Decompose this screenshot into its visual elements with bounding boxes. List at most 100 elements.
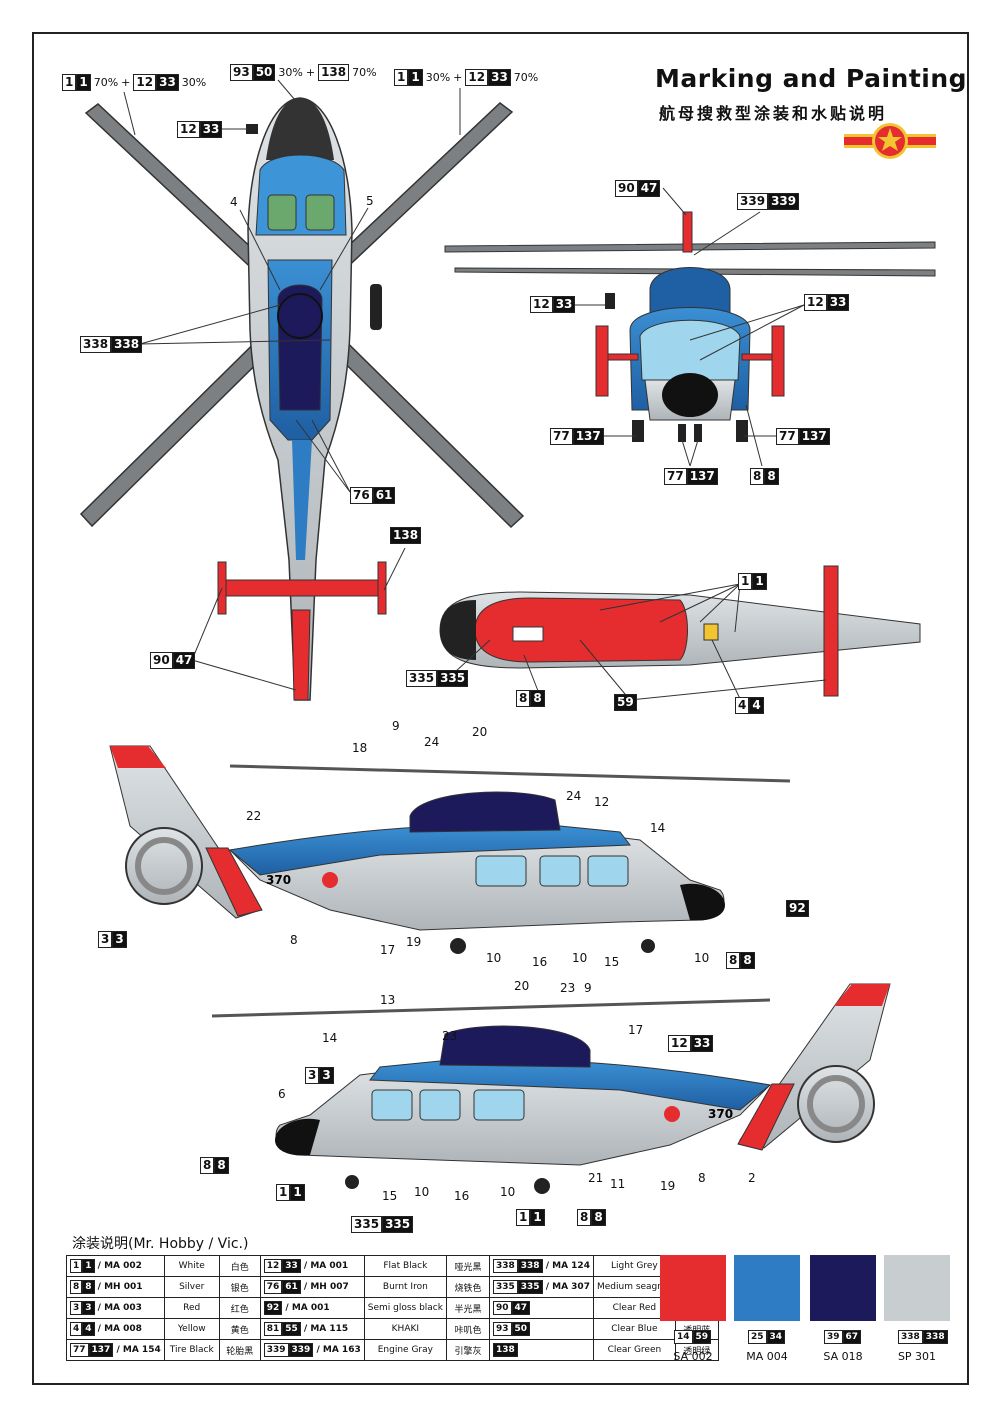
color-code-chip: 335 xyxy=(382,1216,414,1233)
color-code-chip: 33 xyxy=(156,74,179,91)
color-code-chip: 1 xyxy=(62,74,77,91)
color-code-chip: 47 xyxy=(172,652,196,669)
color-code-chip: 8 xyxy=(591,1209,606,1226)
color-code-chip: 1 xyxy=(752,573,767,590)
legend-color-name: Flat Black xyxy=(363,1255,447,1277)
color-code-chip: 335 xyxy=(437,670,469,687)
svg-text:10: 10 xyxy=(486,951,501,965)
legend-color-name: Burnt Iron xyxy=(363,1276,447,1298)
percent-label: + xyxy=(305,66,316,79)
svg-text:19: 19 xyxy=(406,935,421,949)
color-code-chip: 33 xyxy=(199,121,223,138)
legend-color-name: Yellow xyxy=(163,1318,220,1340)
color-code-chip: 8 xyxy=(764,468,779,485)
callout-bottom-59: 59 xyxy=(614,694,637,711)
color-code-chip: 1 xyxy=(276,1184,291,1201)
legend-color-name-cn: 引擎灰 xyxy=(445,1339,490,1361)
svg-text:6: 6 xyxy=(278,1087,286,1101)
top-view xyxy=(79,79,525,701)
page-frame xyxy=(32,32,969,1385)
svg-text:16: 16 xyxy=(532,955,547,969)
legend-color-name: Semi gloss black xyxy=(363,1297,447,1319)
color-code-chip: 59 xyxy=(614,694,637,711)
legend-color-name: White xyxy=(163,1255,220,1277)
color-code-chip: 8 xyxy=(530,690,545,707)
color-code-chip: 12 xyxy=(668,1035,691,1052)
side-view-left: 370 xyxy=(211,983,891,1194)
svg-text:9: 9 xyxy=(584,981,592,995)
bottom-view xyxy=(439,565,921,704)
color-swatch xyxy=(884,1255,950,1321)
callout-stab-top: 138 xyxy=(390,527,422,544)
color-code-chip: 12 xyxy=(177,121,200,138)
svg-text:14: 14 xyxy=(322,1031,337,1045)
color-code-chip: 8 xyxy=(740,952,755,969)
legend-color-name-cn: 红色 xyxy=(218,1297,261,1319)
svg-text:9: 9 xyxy=(392,719,400,733)
color-code-chip: 4 xyxy=(735,697,750,714)
page-title: Marking and Painting xyxy=(655,64,968,93)
swatch-name: SA 018 xyxy=(823,1350,863,1363)
legend-code: 92 / MA 001 xyxy=(259,1297,365,1319)
svg-text:24: 24 xyxy=(566,789,581,803)
color-code-chip: 8 xyxy=(516,690,531,707)
color-code-chip: 1 xyxy=(516,1209,531,1226)
svg-text:17: 17 xyxy=(628,1023,643,1037)
color-code-chip: 8 xyxy=(200,1157,215,1174)
svg-text:10: 10 xyxy=(414,1185,429,1199)
color-code-chip: 137 xyxy=(686,468,718,485)
svg-text:4: 4 xyxy=(230,195,238,209)
svg-text:21: 21 xyxy=(588,1171,603,1185)
legend-color-name-cn: 半光黑 xyxy=(445,1297,490,1319)
color-code-chip: 338 xyxy=(80,336,112,353)
percent-label: 70% xyxy=(513,71,539,84)
color-code-chip: 12 xyxy=(804,294,827,311)
color-code-chip: 338 xyxy=(111,336,143,353)
legend-color-name: Silver xyxy=(163,1276,220,1298)
legend-color-name: Clear Blue xyxy=(592,1318,676,1340)
percent-label: 30% xyxy=(181,76,207,89)
color-swatch xyxy=(734,1255,800,1321)
legend-color-name-cn: 银色 xyxy=(218,1276,261,1298)
page-subtitle: 航母搜救型涂装和水贴说明 xyxy=(659,104,888,123)
svg-text:23: 23 xyxy=(442,1029,457,1043)
color-code-chip: 8 xyxy=(577,1209,592,1226)
svg-text:18: 18 xyxy=(352,741,367,755)
color-code-chip: 1 xyxy=(290,1184,305,1201)
legend-color-name-cn: 咔叽色 xyxy=(445,1318,490,1340)
color-code-chip: 3 xyxy=(112,931,127,948)
svg-text:16: 16 xyxy=(454,1189,469,1203)
legend-color-name-cn: 轮胎黑 xyxy=(218,1339,261,1361)
svg-text:10: 10 xyxy=(572,951,587,965)
color-code-chip: 1 xyxy=(394,69,409,86)
color-code-chip: 61 xyxy=(372,487,396,504)
color-code-chip: 12 xyxy=(133,74,157,91)
svg-text:8: 8 xyxy=(290,933,298,947)
